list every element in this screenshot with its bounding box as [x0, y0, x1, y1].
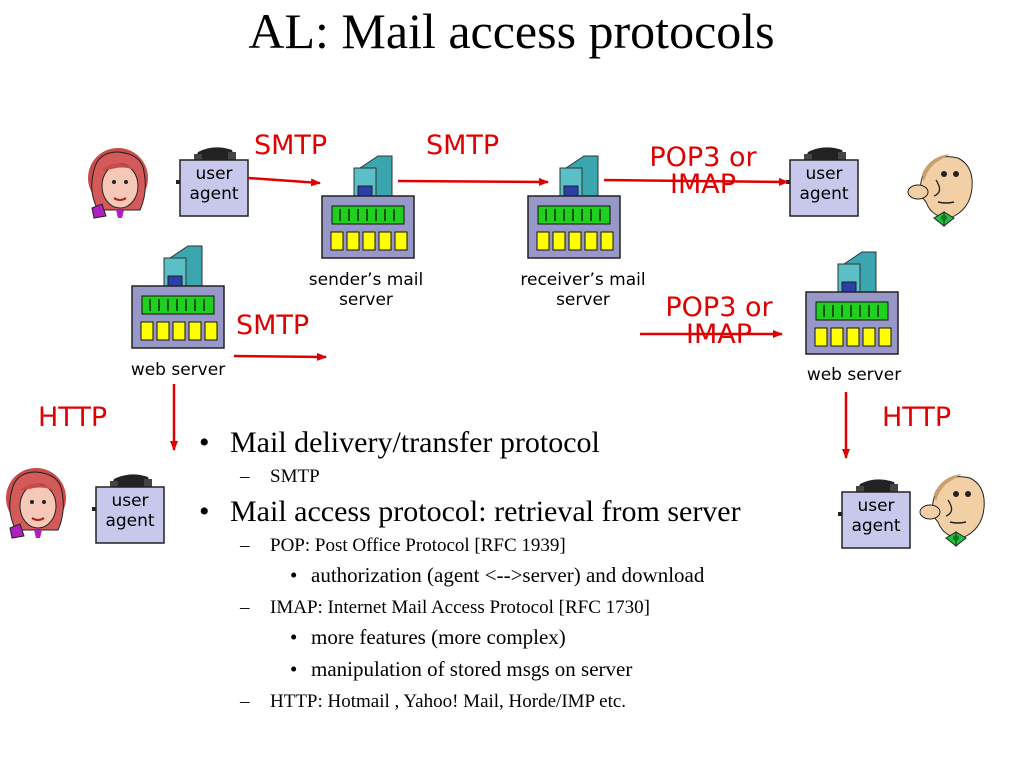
- user-agent-label: user agent: [799, 164, 849, 204]
- sender-mail-server-icon: [321, 155, 415, 259]
- web-server-right-icon: [805, 251, 899, 355]
- receiver-person-icon: [907, 153, 973, 227]
- bullet-item: manipulation of stored msgs on server: [195, 657, 1023, 682]
- bullet-list: Mail delivery/transfer protocol SMTP Mai…: [195, 425, 1023, 719]
- web-server-right-label: web server: [806, 365, 902, 385]
- bullet-item: Mail access protocol: retrieval from ser…: [195, 494, 1023, 530]
- http-label-left: HTTP: [38, 402, 108, 433]
- sender-person-web-icon: [5, 467, 67, 539]
- web-server-left-label: web server: [130, 360, 226, 380]
- sender-person-icon: [87, 147, 149, 219]
- smtp-arrow-1: [247, 176, 321, 187]
- smtp-arrow-2: [397, 177, 549, 186]
- bullet-item: SMTP: [195, 464, 1023, 489]
- receiver-server-label: receiver’s mail server: [520, 270, 646, 310]
- pop3-arrow-top: [603, 177, 789, 186]
- smtp-label-1: SMTP: [254, 130, 328, 161]
- pop3-label-mid: POP3 or IMAP: [665, 292, 773, 350]
- user-agent-label: user agent: [105, 491, 155, 531]
- smtp-label-2: SMTP: [426, 130, 500, 161]
- bullet-item: HTTP: Hotmail , Yahoo! Mail, Horde/IMP e…: [195, 689, 1023, 714]
- sender-server-label: sender’s mail server: [308, 270, 424, 310]
- smtp-arrow-web: [233, 352, 327, 361]
- bullet-item: authorization (agent <-->server) and dow…: [195, 563, 1023, 588]
- web-server-left-icon: [131, 245, 225, 349]
- receiver-mail-server-icon: [527, 155, 621, 259]
- pop3-label-top: POP3 or IMAP: [649, 142, 757, 200]
- bullet-item: Mail delivery/transfer protocol: [195, 425, 1023, 461]
- bullet-item: IMAP: Internet Mail Access Protocol [RFC…: [195, 595, 1023, 620]
- bullet-item: more features (more complex): [195, 625, 1023, 650]
- smtp-label-web: SMTP: [236, 310, 310, 341]
- slide-title: AL: Mail access protocols: [248, 3, 775, 59]
- bullet-item: POP: Post Office Protocol [RFC 1939]: [195, 533, 1023, 558]
- user-agent-label: user agent: [189, 164, 239, 204]
